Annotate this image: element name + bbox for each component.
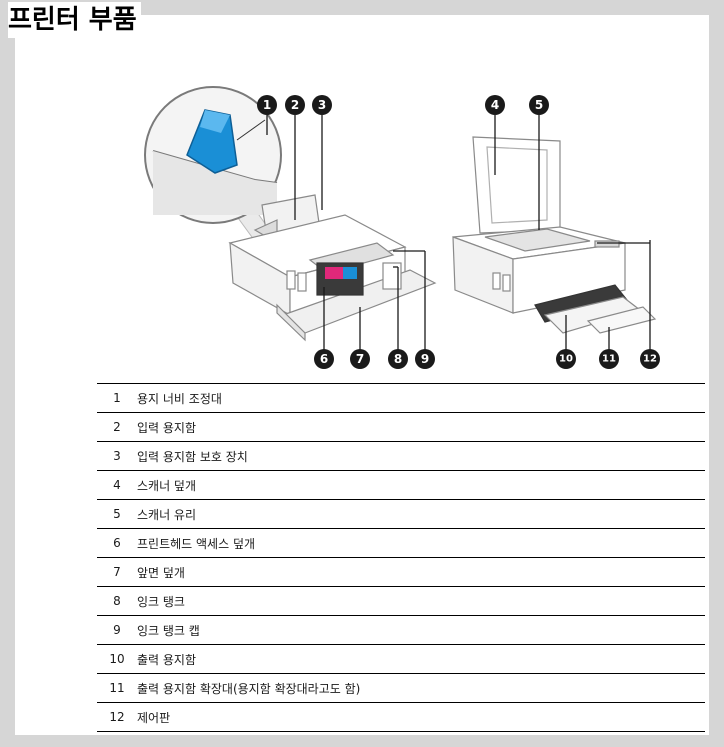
part-number: 2 (97, 412, 137, 442)
part-label: 잉크 탱크 캡 (137, 615, 705, 645)
callout-9: 9 (415, 349, 435, 369)
part-label: 용지 너비 조정대 (137, 383, 705, 413)
svg-text:9: 9 (421, 352, 429, 366)
svg-text:3: 3 (318, 98, 326, 112)
callout-2: 2 (285, 95, 305, 115)
part-number: 4 (97, 470, 137, 500)
part-number: 5 (97, 499, 137, 529)
svg-text:1: 1 (263, 98, 271, 112)
callout-5: 5 (529, 95, 549, 115)
svg-text:5: 5 (535, 98, 543, 112)
svg-text:4: 4 (491, 98, 499, 112)
part-label: 스캐너 유리 (137, 499, 705, 529)
callout-10: 10 (556, 349, 576, 369)
callout-1: 1 (257, 95, 277, 115)
part-number: 3 (97, 441, 137, 471)
callout-6: 6 (314, 349, 334, 369)
part-number: 6 (97, 528, 137, 558)
part-label: 제어판 (137, 702, 705, 732)
callout-leader-lines (266, 115, 651, 359)
callout-11: 11 (599, 349, 619, 369)
page-title: 프린터 부품 (8, 2, 141, 38)
paper-width-guide-zoom (144, 86, 282, 256)
part-number: 10 (97, 644, 137, 674)
part-label: 잉크 탱크 (137, 586, 705, 616)
printer-illustration-right (452, 136, 657, 334)
part-number: 8 (97, 586, 137, 616)
callout-8: 8 (388, 349, 408, 369)
svg-text:6: 6 (320, 352, 328, 366)
callout-7: 7 (350, 349, 370, 369)
part-number: 7 (97, 557, 137, 587)
part-label: 프린트헤드 액세스 덮개 (137, 528, 705, 558)
printer-illustration-left (228, 194, 437, 342)
part-label: 출력 용지함 (137, 644, 705, 674)
part-number: 9 (97, 615, 137, 645)
svg-text:8: 8 (394, 352, 402, 366)
part-number: 1 (97, 383, 137, 413)
callout-12: 12 (640, 349, 660, 369)
part-label: 출력 용지함 확장대(용지함 확장대라고도 함) (137, 673, 705, 703)
part-label: 입력 용지함 보호 장치 (137, 441, 705, 471)
callout-3: 3 (312, 95, 332, 115)
svg-text:10: 10 (559, 354, 573, 365)
printer-parts-figure: 1 2 3 4 5 6 7 8 9 10 11 12 (144, 86, 660, 369)
svg-text:7: 7 (356, 352, 364, 366)
svg-text:2: 2 (291, 98, 299, 112)
callout-4: 4 (485, 95, 505, 115)
part-label: 앞면 덮개 (137, 557, 705, 587)
part-number: 11 (97, 673, 137, 703)
part-label: 입력 용지함 (137, 412, 705, 442)
svg-text:11: 11 (602, 354, 616, 365)
part-label: 스캐너 덮개 (137, 470, 705, 500)
part-number: 12 (97, 702, 137, 732)
svg-text:12: 12 (643, 354, 657, 365)
